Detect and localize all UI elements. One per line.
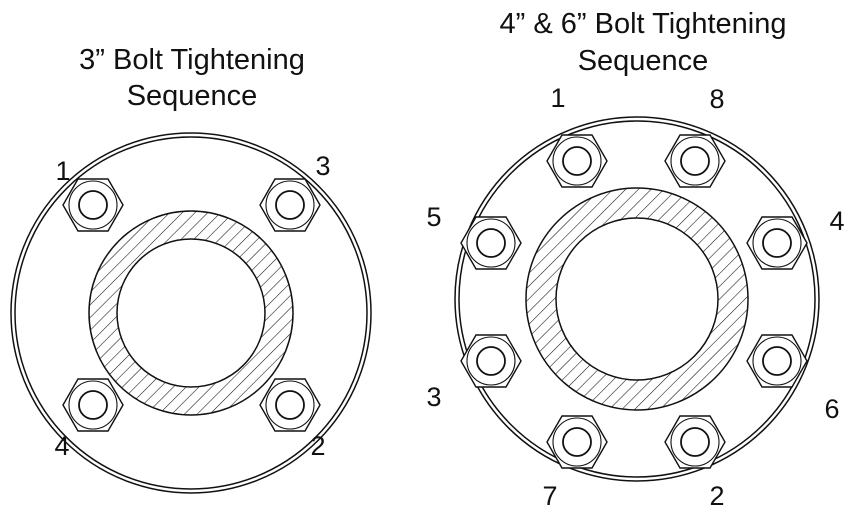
flange-4-6-title-line-1: 4” & 6” Bolt Tightening	[500, 8, 787, 40]
nut-face	[670, 417, 720, 467]
bolt-sequence-label: 2	[310, 431, 325, 461]
flange-3-inch: 3” Bolt Tightening Sequence 1 3 2 4	[10, 44, 372, 494]
bolt-hole	[275, 190, 305, 220]
bolt-hole	[78, 190, 108, 220]
bolt	[546, 415, 608, 469]
bolt-hole	[78, 390, 108, 420]
nut-face	[265, 180, 315, 230]
bolt	[664, 415, 726, 469]
bolt-sequence-label: 4	[54, 431, 69, 461]
bolt	[259, 378, 321, 432]
flange-4-6-inch: 4” & 6” Bolt Tightening Sequence 1 8 4 6 2 7 3…	[426, 8, 844, 511]
bolt	[62, 378, 124, 432]
bolt-hole	[275, 390, 305, 420]
nut-face	[68, 380, 118, 430]
bolt	[546, 134, 608, 188]
bolt-hole	[762, 346, 792, 376]
bolt-sequence-label: 7	[542, 481, 557, 511]
bolt-hole	[562, 427, 592, 457]
nut-face	[670, 136, 720, 186]
bolt-sequence-label: 6	[824, 394, 839, 424]
bolt-hole	[562, 146, 592, 176]
flange-4-6-bore	[555, 217, 719, 381]
nut-face	[466, 218, 516, 268]
bolt	[460, 216, 522, 270]
bolt	[259, 178, 321, 232]
bolt-sequence-label: 1	[55, 156, 70, 186]
bolt	[746, 334, 808, 388]
nut-face	[265, 380, 315, 430]
bolt	[62, 178, 124, 232]
bolt-sequence-label: 3	[315, 151, 330, 181]
nut-face	[466, 336, 516, 386]
bolt-hole	[476, 346, 506, 376]
bolt-sequence-label: 4	[829, 206, 844, 236]
bolt	[664, 134, 726, 188]
bolt-sequence-label: 3	[426, 382, 441, 412]
bolt	[460, 334, 522, 388]
bolt-hole	[762, 228, 792, 258]
bolt-sequence-label: 2	[709, 481, 724, 511]
bolt-sequence-label: 8	[709, 84, 724, 114]
bolt-hole	[680, 427, 710, 457]
bolt-sequence-label: 1	[550, 83, 565, 113]
bolt-hole	[680, 146, 710, 176]
bolt	[746, 216, 808, 270]
bolt-hole	[476, 228, 506, 258]
nut-face	[552, 417, 602, 467]
nut-face	[68, 180, 118, 230]
flange-3-title-line-2: Sequence	[127, 80, 258, 112]
flange-3-title-line-1: 3” Bolt Tightening	[79, 44, 305, 76]
nut-face	[552, 136, 602, 186]
bolt-sequence-label: 5	[426, 202, 441, 232]
nut-face	[752, 336, 802, 386]
nut-face	[752, 218, 802, 268]
flange-3-bore	[116, 238, 266, 388]
flange-4-6-title-line-2: Sequence	[578, 45, 709, 77]
